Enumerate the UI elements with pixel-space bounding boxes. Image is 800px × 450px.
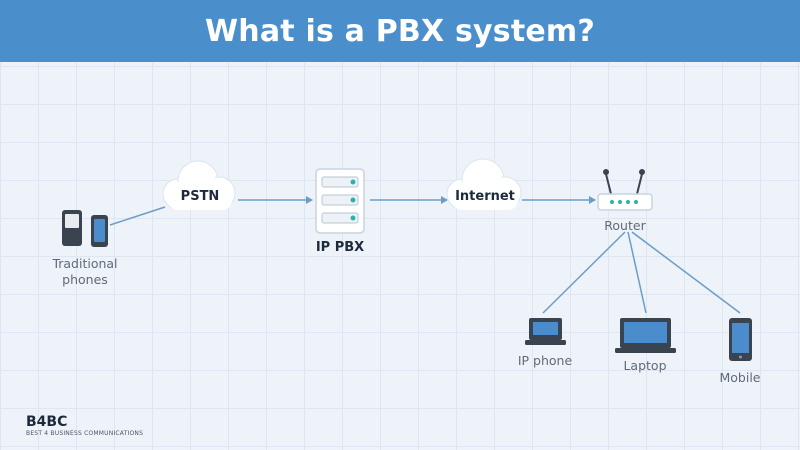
header-banner: What is a PBX system?	[0, 0, 800, 62]
brand-logo: B4BC BEST 4 BUSINESS COMMUNICATIONS	[26, 414, 143, 438]
link-phones-pstn	[109, 206, 166, 226]
label-mobile: Mobile	[719, 370, 761, 385]
pstn-cloud-icon	[162, 160, 236, 210]
label-ip-phone: IP phone	[517, 353, 573, 368]
link-router-laptop	[627, 231, 647, 314]
label-laptop: Laptop	[623, 358, 667, 373]
link-router-mobile	[631, 231, 741, 314]
label-traditional-phones: Traditional phones	[52, 256, 118, 287]
page-title: What is a PBX system?	[205, 13, 595, 49]
internet-cloud-icon	[446, 158, 522, 210]
traditional-phones-icon	[62, 210, 108, 247]
link-router-ipphone	[542, 231, 626, 314]
brand-tagline: BEST 4 BUSINESS COMMUNICATIONS	[26, 430, 144, 437]
laptop-icon	[615, 318, 676, 353]
label-ip-pbx: IP PBX	[315, 240, 365, 255]
router-icon	[597, 169, 653, 211]
ip-phone-icon	[525, 318, 566, 345]
label-internet: Internet	[455, 189, 515, 204]
label-pstn: PSTN	[180, 189, 220, 204]
label-router: Router	[604, 218, 646, 233]
mobile-icon	[729, 318, 752, 361]
ip-pbx-server-icon	[315, 168, 365, 234]
brand-name: B4BC	[26, 414, 68, 430]
